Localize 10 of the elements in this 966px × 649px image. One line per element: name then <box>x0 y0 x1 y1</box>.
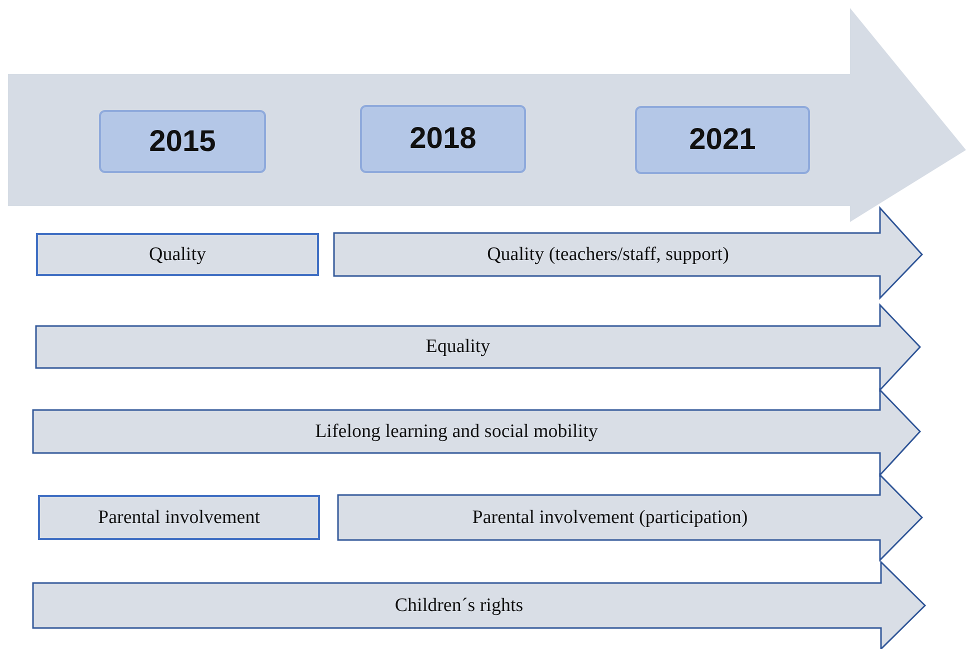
topic-label: Children´s rights <box>394 594 524 616</box>
topic-label: Parental involvement <box>38 495 320 540</box>
topic-label: Quality <box>36 233 319 276</box>
topic-label: Equality <box>426 336 490 358</box>
year-label: 2021 <box>635 106 810 174</box>
topic-label: Quality (teachers/staff, support) <box>487 244 729 266</box>
year-label: 2018 <box>360 105 526 173</box>
topic-label: Lifelong learning and social mobility <box>315 420 598 442</box>
topic-label: Parental involvement (participation) <box>472 506 748 528</box>
year-label: 2015 <box>99 110 266 173</box>
